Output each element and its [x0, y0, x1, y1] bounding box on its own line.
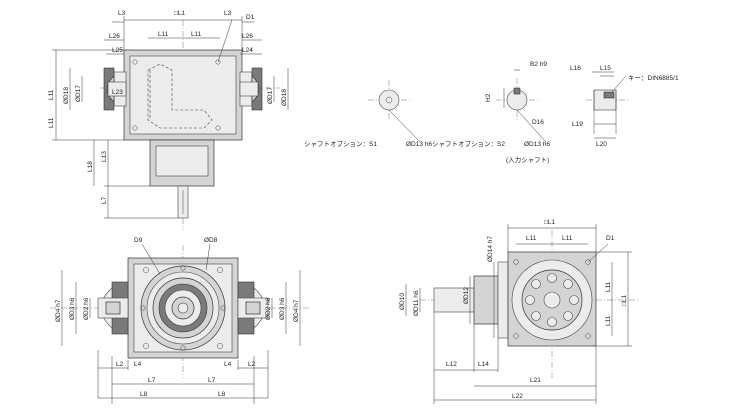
- dim-L26-right: L26: [242, 33, 253, 40]
- dim-D13-2: ØD13 h6: [524, 141, 550, 148]
- dim-D4-left: ØD4 h7: [55, 299, 62, 322]
- dim-L18: L18: [87, 161, 94, 172]
- dim-D10: ØD10: [399, 293, 406, 310]
- side-view: □L1 L11 L11 D1 ØD14 h7 ØD12 ØD10 ØD11 h6…: [399, 219, 640, 404]
- dim-L11-v-top: L11: [48, 89, 55, 100]
- dim-D18-left: ØD18: [63, 87, 70, 104]
- top-view: L3 □L1 L3 D1 L11 L11 L26 L26 L25 L24 L23…: [48, 10, 289, 230]
- dim-L26-left: L26: [109, 33, 120, 40]
- dim-L3-right: L3: [224, 10, 232, 17]
- side-dim-L11-v-bot: L11: [605, 315, 612, 326]
- dim-L16: L16: [570, 65, 581, 72]
- dim-D4-right: ØD4 h7: [293, 299, 300, 322]
- dim-L8-left: L8: [140, 391, 148, 398]
- label-S1: シャフトオプション：S1: [304, 140, 377, 148]
- dim-L7: L7: [101, 196, 108, 204]
- dim-L15: L15: [600, 65, 611, 72]
- side-dim-L11-right: L11: [562, 235, 573, 242]
- shaft-option-S2: H2 B2 h9 D16 シャフトオプション：S2 ØD13 h6 (入力シャフ…: [432, 61, 550, 164]
- dim-L11-v-bot: L11: [48, 117, 55, 128]
- side-label-D1: D1: [606, 235, 615, 242]
- label-input-shaft: (入力シャフト): [506, 155, 549, 164]
- dim-L3-left: L3: [118, 10, 126, 17]
- dim-L25: L25: [112, 47, 123, 54]
- label-key: キー：DIN6885/1: [628, 75, 679, 82]
- dim-L2-right: L2: [248, 361, 256, 368]
- dim-L11-left: L11: [158, 31, 169, 38]
- dim-D2-left: ØD2 h6: [83, 297, 90, 320]
- label-D1: D1: [246, 14, 255, 21]
- dim-L11-right: L11: [191, 31, 202, 38]
- dim-L24: L24: [242, 47, 253, 54]
- dim-D16: D16: [532, 119, 544, 126]
- label-D9: D9: [134, 237, 143, 244]
- dim-L14: L14: [478, 361, 489, 368]
- dim-D17-right: ØD17: [267, 87, 274, 104]
- dim-D18-right: ØD18: [281, 89, 288, 106]
- dim-L22: L22: [512, 393, 523, 400]
- dim-D14: ØD14 h7: [487, 236, 494, 262]
- dim-L12: L12: [446, 361, 457, 368]
- side-dim-L11-v-top: L11: [605, 281, 612, 292]
- dim-L4-left: L4: [134, 361, 142, 368]
- dim-D12: ØD12: [463, 287, 470, 304]
- dim-L23: L23: [112, 89, 123, 96]
- label-D8: ØD8: [204, 237, 218, 244]
- bolt-hole: [215, 59, 221, 65]
- dim-B2: B2 h9: [530, 61, 547, 68]
- dim-D3-left: ØD3 h6: [69, 297, 76, 320]
- front-view: D9 ØD8 ØD4 h7 ØD3 h6 ØD2 h6 ØD2 h6 ØD3 h…: [50, 237, 310, 404]
- dim-D11: ØD11 h6: [413, 290, 420, 316]
- dim-L20: L20: [596, 141, 607, 148]
- label-S2: シャフトオプション：S2: [432, 140, 505, 148]
- dim-L2-left: L2: [116, 361, 124, 368]
- dim-D13-1: ØD13 h6: [406, 141, 432, 148]
- center-bore: [543, 291, 561, 309]
- dim-L13: L13: [101, 151, 108, 162]
- dim-L4-right: L4: [224, 361, 232, 368]
- dim-L8-right: L8: [218, 391, 226, 398]
- dim-L1: □L1: [174, 10, 186, 17]
- input-shaft-side: [433, 287, 475, 313]
- dim-L7-left: L7: [148, 377, 156, 384]
- dim-L7-right: L7: [208, 377, 216, 384]
- side-dim-L1: □L1: [544, 219, 556, 226]
- dim-H2: H2: [485, 93, 492, 102]
- dim-L21: L21: [530, 377, 541, 384]
- dim-D3-right: ØD3 h6: [279, 297, 286, 320]
- dim-L19: L19: [572, 121, 583, 128]
- shaft-option-S1: シャフトオプション：S1 ØD13 h6: [304, 80, 432, 148]
- dim-D17-left: ØD17: [75, 85, 82, 102]
- side-dim-L11-left: L11: [526, 235, 537, 242]
- shaft-side-view: L16 L15 キー：DIN6885/1 L19 L20: [570, 65, 679, 148]
- side-dim-L1-v: □L1: [621, 294, 628, 306]
- dim-D2-right: ØD2 h6: [265, 297, 272, 320]
- bolt-hole: [132, 59, 138, 65]
